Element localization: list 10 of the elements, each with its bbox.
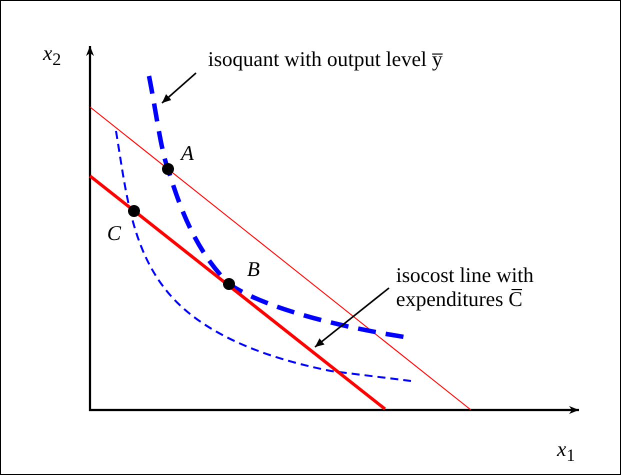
axis-label: x$_{1}$ <box>557 437 576 468</box>
leader-arrow <box>161 72 197 104</box>
axis-label: x$_{2}$ <box>43 41 62 72</box>
callout-text: isocost line with expenditures C̅ <box>396 263 586 311</box>
point-label: B <box>247 257 260 281</box>
leader-arrow <box>314 287 390 348</box>
callout-text: isoquant with output level y̅ <box>208 47 442 71</box>
point-label: A <box>181 141 194 165</box>
isocost-line <box>89 174 386 410</box>
point-label: C <box>107 221 122 245</box>
